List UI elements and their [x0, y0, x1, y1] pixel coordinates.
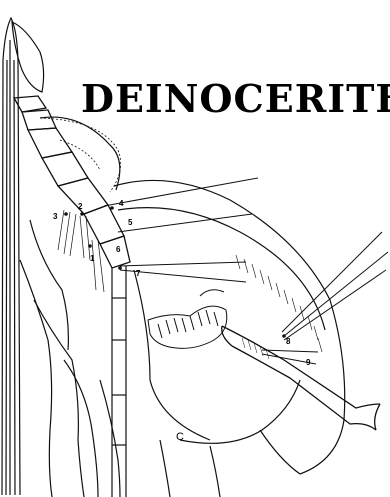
- head-dotted-outline: [40, 118, 121, 192]
- label-2: 2: [78, 202, 83, 211]
- diagonal-tube: [222, 326, 380, 430]
- contour-hatching: [236, 255, 322, 352]
- muscle-fibers: [58, 210, 104, 292]
- label-4: 4: [119, 199, 124, 208]
- sheath-outline: [2, 18, 20, 495]
- label-8: 8: [286, 337, 291, 346]
- coiled-gland: [148, 290, 227, 349]
- label-7: 7: [136, 269, 141, 278]
- label-5: 5: [128, 218, 133, 227]
- label-6: 6: [116, 245, 121, 254]
- figure-title: DEINOCERITES: [81, 76, 390, 121]
- label-1: 1: [90, 254, 95, 263]
- label-9: 9: [306, 358, 311, 367]
- scale-leaf: [12, 22, 44, 92]
- label-c: C: [176, 431, 184, 443]
- segmented-tube: [112, 266, 126, 497]
- label-3: 3: [53, 212, 58, 221]
- label-markers: [64, 206, 286, 338]
